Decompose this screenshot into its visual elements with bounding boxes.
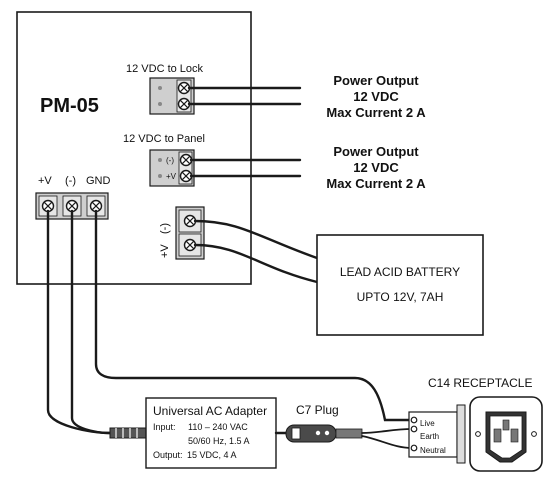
panel-terminal-label: 12 VDC to Panel xyxy=(123,133,205,145)
board-title: PM-05 xyxy=(40,95,99,117)
adapter-title: Universal AC Adapter xyxy=(153,404,267,418)
lock-output-line3: Max Current 2 A xyxy=(326,105,426,120)
panel-output-line2: 12 VDC xyxy=(353,160,399,175)
adapter-cable-strain xyxy=(109,427,147,439)
battery-box xyxy=(316,234,484,336)
receptacle-earth: Earth xyxy=(420,432,439,441)
battery-wire-pos xyxy=(193,243,319,284)
lock-output-line1: Power Output xyxy=(333,73,419,88)
panel-terminal-block xyxy=(149,149,195,187)
pm05-board xyxy=(16,11,252,285)
lock-output-text: Power Output 12 VDC Max Current 2 A xyxy=(326,73,426,120)
receptacle-terminals xyxy=(408,404,466,464)
live-wire xyxy=(361,428,413,434)
input-wire-neg xyxy=(70,209,112,435)
panel-output-text: Power Output 12 VDC Max Current 2 A xyxy=(326,144,426,191)
battery-terminal-neg: (-) xyxy=(159,223,171,234)
gnd-wire xyxy=(94,209,414,422)
input-label-neg: (-) xyxy=(65,175,76,187)
receptacle-neutral: Neutral xyxy=(420,446,446,455)
plug-icon xyxy=(285,424,363,443)
lock-output-line2: 12 VDC xyxy=(353,89,399,104)
lock-terminal-label: 12 VDC to Lock xyxy=(126,63,204,75)
panel-terminal-neg: (-) xyxy=(166,156,174,165)
neutral-wire xyxy=(361,435,413,449)
battery-line2: UPTO 12V, 7AH xyxy=(357,290,444,304)
panel-output-line1: Power Output xyxy=(333,144,419,159)
panel-terminal-pos: +V xyxy=(166,172,177,181)
battery-wire-neg xyxy=(193,219,319,260)
receptacle-label: C14 RECEPTACLE xyxy=(428,376,532,390)
adapter-input-label: Input: xyxy=(153,422,176,432)
receptacle-icon xyxy=(469,396,543,472)
adapter-input-line1: 110 – 240 VAC xyxy=(188,422,248,432)
input-label-pos: +V xyxy=(38,175,52,187)
input-label-gnd: GND xyxy=(86,175,111,187)
adapter-box xyxy=(145,397,277,469)
battery-line1: LEAD ACID BATTERY xyxy=(340,265,460,279)
panel-output-line3: Max Current 2 A xyxy=(326,176,426,191)
receptacle-live: Live xyxy=(420,419,435,428)
battery-terminal-block xyxy=(175,206,205,260)
lock-terminal-block xyxy=(149,77,195,115)
plug-label: C7 Plug xyxy=(296,403,339,417)
battery-terminal-pos: +V xyxy=(159,244,171,258)
adapter-input-line2: 50/60 Hz, 1.5 A xyxy=(188,436,250,446)
adapter-output-value: 15 VDC, 4 A xyxy=(187,450,237,460)
adapter-output-label: Output: xyxy=(153,450,183,460)
